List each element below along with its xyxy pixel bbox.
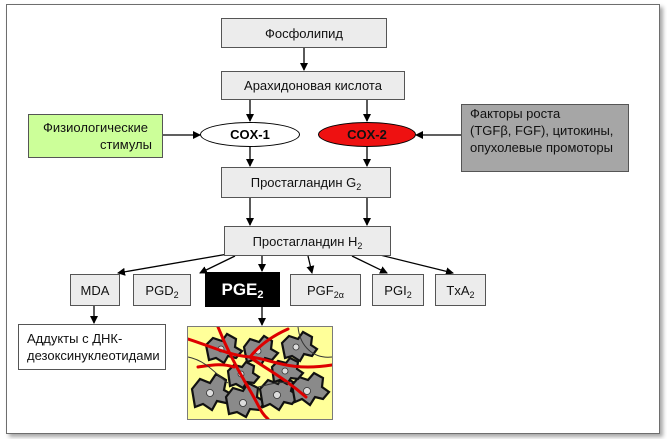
pgd2-label: PGD2 bbox=[145, 282, 179, 300]
cox2-ellipse: COX-2 bbox=[318, 122, 416, 147]
pgf2a-box: PGF2α bbox=[290, 274, 361, 306]
physio-line-1: Физиологические bbox=[43, 120, 148, 135]
arrow-pgh2-pgd2 bbox=[199, 255, 236, 274]
pgf2a-label: PGF2α bbox=[307, 282, 344, 300]
phospholipid-box: Фосфолипид bbox=[221, 18, 387, 48]
mda-label: MDA bbox=[80, 282, 110, 298]
cox1-label: COX-1 bbox=[230, 127, 270, 142]
dna-adducts-box: Аддукты с ДНК- дезоксинуклеотидами bbox=[18, 324, 166, 370]
pgh2-label: Простагландин H2 bbox=[252, 233, 363, 251]
cox1-ellipse: COX-1 bbox=[200, 122, 300, 147]
pgi2-box: PGI2 bbox=[372, 274, 424, 306]
prostaglandin-h2-box: Простагландин H2 bbox=[224, 226, 391, 256]
cox2-label: COX-2 bbox=[347, 127, 387, 142]
pgi2-label: PGI2 bbox=[384, 282, 412, 300]
tumor-tissue-image bbox=[187, 326, 333, 420]
phospholipid-label: Фосфолипид bbox=[265, 25, 343, 41]
pge2-box: PGE2 bbox=[205, 272, 280, 307]
pgg2-label: Простагландин G2 bbox=[250, 175, 362, 192]
growth-line-3: опухолевые промоторы bbox=[470, 140, 613, 155]
adducts-line-1: Аддукты с ДНК- bbox=[27, 331, 123, 346]
tumor-tissue-icon bbox=[188, 327, 332, 419]
physiological-stimuli-box: Физиологические стимулы bbox=[28, 114, 163, 158]
mda-box: MDA bbox=[70, 274, 120, 306]
arachidonic-acid-box: Арахидоновая кислота bbox=[221, 71, 405, 100]
pge2-label: PGE2 bbox=[221, 280, 264, 301]
adducts-line-2: дезоксинуклеотидами bbox=[27, 348, 160, 363]
prostaglandin-g2-box: Простагландин G2 bbox=[221, 167, 391, 198]
growth-factors-box: Факторы роста (TGFβ, FGF), цитокины, опу… bbox=[461, 104, 629, 172]
arachidonic-acid-label: Арахидоновая кислота bbox=[244, 78, 382, 93]
physio-line-2: стимулы bbox=[100, 137, 152, 152]
arrow-pgh2-txa2 bbox=[375, 253, 454, 276]
growth-line-1: Факторы роста bbox=[470, 106, 561, 121]
arrow-pgh2-pgf2a bbox=[306, 255, 315, 274]
arrow-pgh2-pgi2 bbox=[351, 255, 388, 274]
txa2-box: TxA2 bbox=[435, 274, 486, 306]
pgd2-box: PGD2 bbox=[133, 274, 191, 306]
arrow-pgh2-mda bbox=[117, 253, 229, 276]
txa2-label: TxA2 bbox=[446, 282, 475, 300]
growth-line-2: (TGFβ, FGF), цитокины, bbox=[470, 123, 614, 138]
